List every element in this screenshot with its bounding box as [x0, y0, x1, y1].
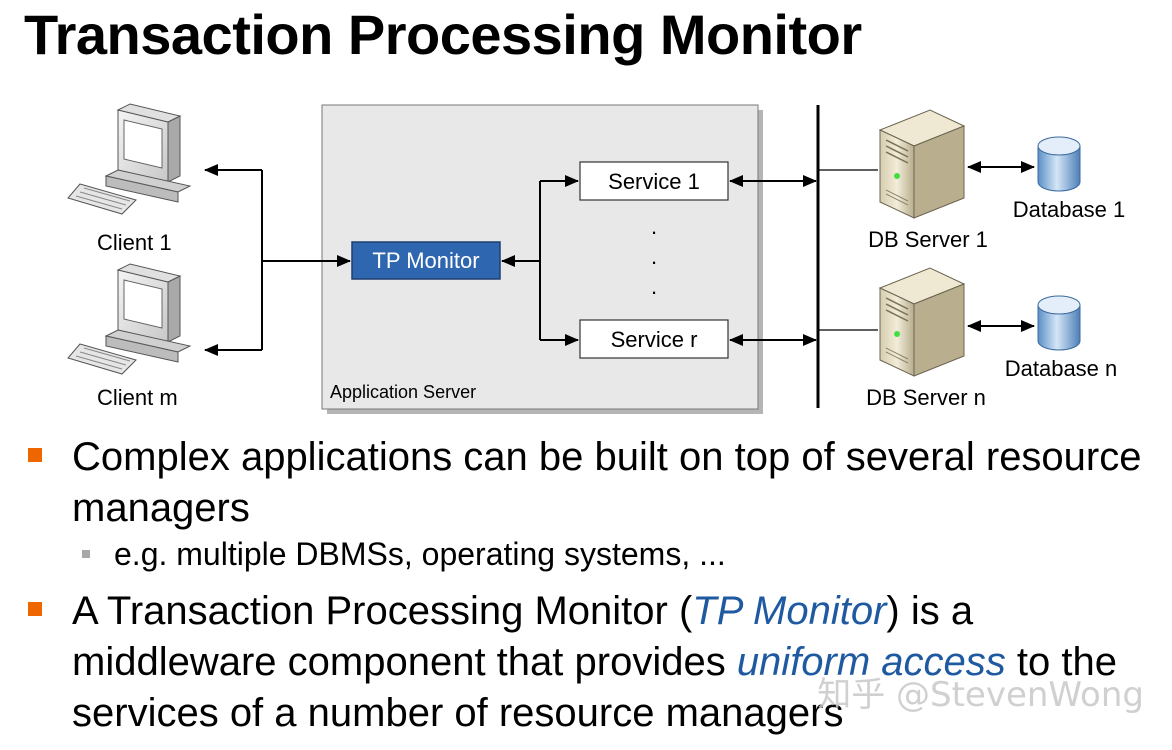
bullet-text: Complex applications can be built on top… — [72, 435, 1142, 530]
bullet-item: A Transaction Processing Monitor (TP Mon… — [28, 586, 1158, 739]
ellipsis-dot: . — [651, 244, 657, 269]
database-1-label: Database 1 — [1013, 197, 1126, 222]
service-1-box — [579, 161, 729, 201]
sub-bullet-marker — [82, 550, 90, 558]
bullet-list: Complex applications can be built on top… — [28, 432, 1158, 739]
term-uniform-access: uniform access — [736, 640, 1006, 684]
sub-bullet-text: e.g. multiple DBMSs, operating systems, … — [114, 536, 726, 572]
sub-bullet-item: e.g. multiple DBMSs, operating systems, … — [28, 532, 1158, 576]
database-icon — [1037, 136, 1081, 192]
page-title: Transaction Processing Monitor — [24, 3, 862, 66]
server-icon — [878, 267, 966, 377]
term-tp-monitor: TP Monitor — [692, 589, 887, 633]
application-server-label: Application Server — [330, 382, 476, 402]
db-server-n-label: DB Server n — [866, 385, 986, 410]
service-r-label: Service r — [611, 327, 698, 352]
db-server-1-label: DB Server 1 — [868, 227, 988, 252]
ellipsis-dot: . — [651, 274, 657, 299]
database-icon — [1037, 295, 1081, 351]
tp-monitor-box — [351, 241, 501, 280]
client-1-label: Client 1 — [97, 230, 172, 255]
bullet-item: Complex applications can be built on top… — [28, 432, 1158, 534]
watermark: 知乎 @StevenWong — [817, 675, 1144, 715]
bullet-marker — [28, 602, 42, 616]
computer-icon — [67, 263, 192, 375]
service-r-box — [579, 319, 729, 359]
service-connectors — [501, 175, 579, 346]
database-connectors — [967, 161, 1035, 332]
bullet-marker — [28, 448, 42, 462]
bullet-text-part: A Transaction Processing Monitor ( — [72, 589, 693, 633]
server-icon — [878, 109, 966, 219]
client-m-label: Client m — [97, 385, 178, 410]
bullet-text-part: to the services of a number of resource … — [72, 640, 1117, 735]
tp-monitor-label: TP Monitor — [372, 248, 479, 273]
ellipsis-dot: . — [651, 214, 657, 239]
bullet-text-part: ) is a middleware component that provide… — [72, 589, 974, 684]
service-1-label: Service 1 — [608, 169, 700, 194]
client-connectors — [204, 164, 351, 356]
architecture-diagram: Application Server Client 1 Client m TP … — [67, 103, 1126, 414]
database-n-label: Database n — [1005, 356, 1118, 381]
computer-icon — [67, 103, 192, 215]
network-bus — [729, 105, 878, 408]
